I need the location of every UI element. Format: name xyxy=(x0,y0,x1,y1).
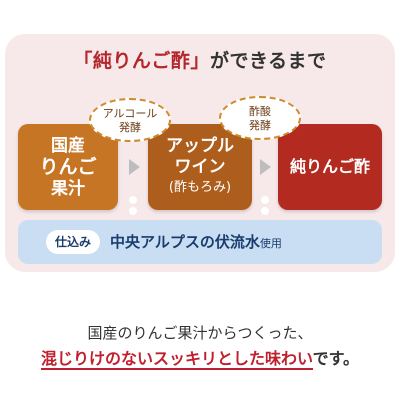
water-suffix: 使用 xyxy=(259,237,282,250)
stage-apple-juice-line2: りんご xyxy=(39,156,97,178)
bubble-alcohol-line2: 発酵 xyxy=(119,121,141,134)
arrow-right-icon xyxy=(129,159,140,175)
stage-apple-wine-line2: ワイン xyxy=(174,157,226,177)
bubble-acetic-line1: 酢酸 xyxy=(249,105,271,118)
dotted-connector-icon xyxy=(261,196,269,218)
stage-apple-juice: 国産 りんご 果汁 xyxy=(18,124,118,210)
caption-line2: 混じりけのないスッキリとした味わいです。 xyxy=(0,345,400,370)
stage-apple-wine-sub: (酢もろみ) xyxy=(168,180,232,195)
heading-product-name: 「純りんご酢」 xyxy=(73,50,210,72)
bubble-acetic-line2: 発酵 xyxy=(249,119,271,132)
heading-rest: ができるまで xyxy=(209,50,327,72)
bubble-alcohol-line1: アルコール xyxy=(102,107,158,120)
stage-apple-wine-line1: アップル xyxy=(166,136,234,156)
water-banner: 仕込み 中央アルプスの伏流水使用 xyxy=(18,220,382,264)
bubble-alcohol-fermentation: アルコール 発酵 xyxy=(89,98,171,142)
dotted-connector-icon xyxy=(129,196,137,218)
process-heading: 「純りんご酢」ができるまで xyxy=(0,46,400,73)
bubble-acetic-fermentation: 酢酸 発酵 xyxy=(219,96,301,140)
water-main-text: 中央アルプスの伏流水使用 xyxy=(110,230,282,254)
water-source: 中央アルプスの伏流水 xyxy=(110,233,260,251)
caption-rest: です。 xyxy=(312,349,359,368)
caption-accent: 混じりけのないスッキリとした味わい xyxy=(41,349,313,370)
water-tag: 仕込み xyxy=(46,230,100,254)
stage-apple-juice-line3: 果汁 xyxy=(51,179,85,199)
caption-line1: 国産のりんご果汁からつくった、 xyxy=(87,324,313,342)
stage-apple-juice-line1: 国産 xyxy=(51,136,85,156)
arrow-right-icon xyxy=(260,159,271,175)
stage-apple-vinegar: 純りんご酢 xyxy=(278,124,382,210)
stage-apple-wine: アップル ワイン (酢もろみ) xyxy=(148,124,252,210)
stage-apple-vinegar-label: 純りんご酢 xyxy=(289,157,370,176)
